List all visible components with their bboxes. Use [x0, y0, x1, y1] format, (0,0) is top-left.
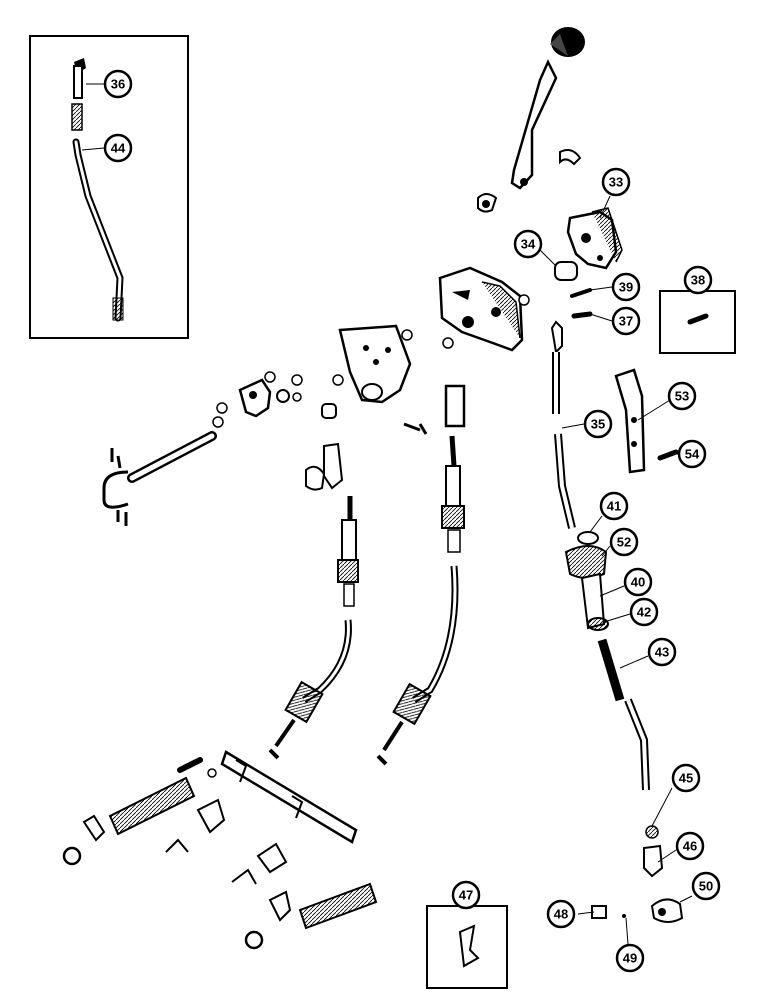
callout-circle	[623, 567, 653, 597]
callout-number: 33	[609, 175, 623, 190]
callout-41: 41	[599, 491, 629, 521]
callout-number: 53	[675, 389, 689, 404]
callout-number: 47	[459, 888, 473, 903]
shift-cable-left	[268, 442, 359, 760]
inset-box-clip	[426, 905, 508, 989]
callout-number: 34	[521, 237, 536, 252]
callout-50: 50	[691, 871, 721, 901]
callout-number: 52	[617, 535, 631, 550]
callout-34: 34	[513, 229, 543, 259]
callout-number: 46	[683, 839, 697, 854]
mounting-plate	[62, 750, 378, 950]
inset-box-pin	[659, 290, 736, 354]
shift-rod	[550, 320, 664, 878]
callout-circle	[546, 899, 576, 929]
callout-circle	[675, 831, 705, 861]
callout-39: 39	[611, 272, 641, 302]
cross-shaft	[102, 431, 217, 526]
callout-44: 44	[103, 133, 133, 163]
callout-45: 45	[671, 763, 701, 793]
callout-circle	[601, 167, 631, 197]
callout-35: 35	[583, 409, 613, 439]
callout-48: 48	[546, 899, 576, 929]
lever-bracket	[614, 368, 679, 474]
callout-42: 42	[629, 597, 659, 627]
inset-box-rod-assembly	[29, 35, 189, 339]
callout-circle	[667, 381, 697, 411]
bracket-plate	[332, 324, 413, 404]
shift-plate	[566, 207, 623, 270]
callout-54: 54	[677, 439, 707, 469]
callout-number: 45	[679, 771, 693, 786]
callout-circle	[609, 527, 639, 557]
callout-number: 35	[591, 417, 605, 432]
callout-circle	[611, 272, 641, 302]
callout-number: 44	[111, 141, 126, 156]
callout-circle	[103, 69, 133, 99]
callout-circle	[683, 265, 713, 295]
callout-number: 36	[111, 77, 125, 92]
callout-circle	[103, 133, 133, 163]
callout-number: 43	[655, 645, 669, 660]
pivot-block	[212, 371, 337, 428]
callout-number: 41	[607, 499, 621, 514]
callout-circle	[691, 871, 721, 901]
callout-circle	[599, 491, 629, 521]
callout-47: 47	[451, 880, 481, 910]
callout-number: 39	[619, 280, 633, 295]
callout-38: 38	[683, 265, 713, 295]
callout-49: 49	[615, 943, 645, 973]
callout-labels: 36 44 33 34 38 39 37 35 53 54 41 52 40 42 43 45 46 47 48 49…	[103, 69, 721, 973]
callout-circle	[611, 306, 641, 336]
retaining-clips	[477, 149, 582, 213]
shift-lever	[510, 27, 585, 190]
callout-circle	[583, 409, 613, 439]
callout-number: 49	[623, 951, 637, 966]
callout-53: 53	[667, 381, 697, 411]
callout-number: 38	[691, 273, 705, 288]
callout-number: 37	[619, 314, 633, 329]
callout-37: 37	[611, 306, 641, 336]
callout-circle	[671, 763, 701, 793]
callout-circle	[513, 229, 543, 259]
callout-circle	[615, 943, 645, 973]
callout-52: 52	[609, 527, 639, 557]
leader-lines	[81, 83, 693, 945]
callout-number: 50	[699, 879, 713, 894]
callout-46: 46	[675, 831, 705, 861]
callout-number: 40	[631, 575, 645, 590]
callout-number: 54	[685, 447, 700, 462]
callout-circle	[451, 880, 481, 910]
callout-33: 33	[601, 167, 631, 197]
callout-36: 36	[103, 69, 133, 99]
callout-number: 48	[554, 907, 568, 922]
callout-number: 42	[637, 605, 651, 620]
callout-circle	[677, 439, 707, 469]
callout-circle	[629, 597, 659, 627]
callout-circle	[647, 637, 677, 667]
gate-plate	[438, 266, 530, 352]
shift-cable-right	[376, 435, 465, 766]
callout-43: 43	[647, 637, 677, 667]
callout-40: 40	[623, 567, 653, 597]
